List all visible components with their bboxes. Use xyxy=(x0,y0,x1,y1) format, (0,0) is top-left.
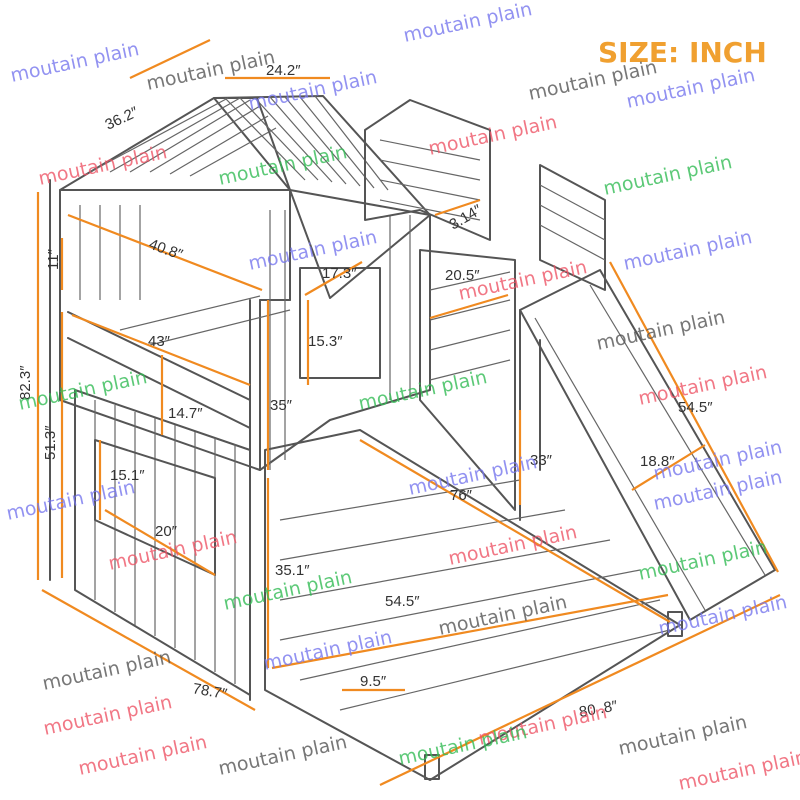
dim-lower-frame-height: 51.3″ xyxy=(42,425,59,460)
dim-overall-length: 78.7″ xyxy=(191,680,229,703)
watermark-text: moutain plain xyxy=(636,536,769,585)
watermark-text: moutain plain xyxy=(676,746,800,795)
dim-slat-gap: 9.5″ xyxy=(360,673,387,690)
watermark-text: moutain plain xyxy=(76,731,209,780)
watermark-text: moutain plain xyxy=(216,731,349,780)
watermark-text: moutain plain xyxy=(616,711,749,760)
watermark-text: moutain plain xyxy=(41,691,174,740)
bunk-bed-drawing xyxy=(49,95,776,781)
dim-window-width: 17.3″ xyxy=(322,265,357,282)
watermark-text: moutain plain xyxy=(36,141,169,190)
dim-top-bunk-length: 40.8″ xyxy=(147,236,186,264)
dim-slide-width: 18.8″ xyxy=(640,453,675,470)
dim-overall-width: 80 .8″ xyxy=(578,697,620,721)
dim-slide-height: 33″ xyxy=(530,452,553,469)
watermark-text: moutain plain xyxy=(356,366,489,415)
watermark-text: moutain plain xyxy=(261,626,394,675)
dim-top-rail-length: 43″ xyxy=(148,333,171,350)
dim-lower-bunk-height: 35.1″ xyxy=(275,562,310,579)
dim-step-rail: 3.14″ xyxy=(447,201,486,233)
dimension-arrows xyxy=(36,39,781,786)
size-title: SIZE: INCH xyxy=(598,36,767,69)
watermark-text: moutain plain xyxy=(621,226,754,275)
lower-bunk xyxy=(264,429,683,781)
dim-roof-depth: 36.2″ xyxy=(103,103,142,133)
dim-top-rail-height: 14.7″ xyxy=(168,405,203,422)
dim-roof-width: 24.2″ xyxy=(266,62,301,79)
watermark-text: moutain plain xyxy=(144,46,277,95)
lower-house xyxy=(49,179,251,701)
watermark-text: moutain plain xyxy=(436,591,569,640)
front-window xyxy=(299,267,381,379)
dim-window-height: 15.3″ xyxy=(308,333,343,350)
dim-total-height: 82.3″ xyxy=(17,365,34,400)
upper-house xyxy=(59,189,431,471)
guardrail-ladder xyxy=(364,99,606,511)
dimension-labels: SIZE: INCH 24.2″ 36.2″ 40.8″ 11″ 82.3″ 1… xyxy=(17,36,767,721)
watermark-text: moutain plain xyxy=(40,646,173,695)
watermark-text: moutain plain xyxy=(396,721,529,770)
dim-slide-length: 54.5″ xyxy=(678,399,713,416)
watermark-text: moutain plain xyxy=(656,591,789,640)
watermark-text: moutain plain xyxy=(456,256,589,305)
dim-guardrail-length: 20.5″ xyxy=(445,267,480,284)
roof xyxy=(59,95,431,299)
watermark-text: moutain plain xyxy=(8,38,141,87)
watermark-text: moutain plain xyxy=(601,151,734,200)
dim-roof-height: 11″ xyxy=(45,248,62,270)
dim-side-window-height: 15.1″ xyxy=(110,467,145,484)
watermark-text: moutain plain xyxy=(594,306,727,355)
watermark-text: moutain plain xyxy=(401,0,534,47)
watermark-text: moutain plain xyxy=(426,111,559,160)
dim-diagonal: 76″ xyxy=(450,487,473,504)
dim-side-window-width: 20″ xyxy=(155,523,178,540)
dim-upper-height: 35″ xyxy=(270,397,293,414)
dim-lower-bunk-length: 54.5″ xyxy=(385,593,420,610)
